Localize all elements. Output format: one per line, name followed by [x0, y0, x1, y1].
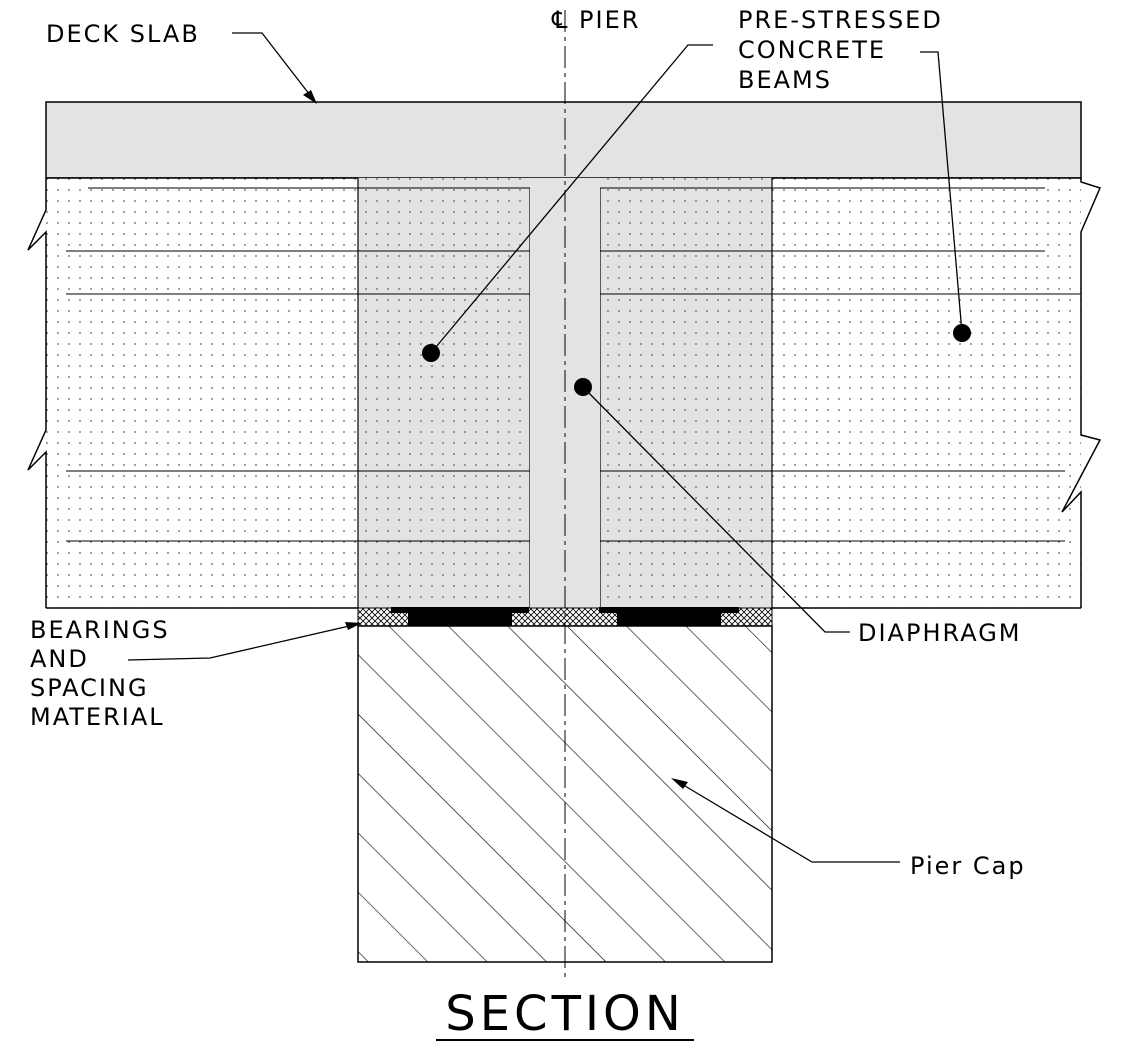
- bearings-label-line2: AND: [30, 645, 89, 673]
- pier-cap-label: Pier Cap: [910, 852, 1026, 880]
- bearings-label-line4: MATERIAL: [30, 703, 165, 731]
- right-beam: [772, 177, 1102, 609]
- deck-slab-label: DECK SLAB: [46, 20, 200, 48]
- inner-beam-ends: [357, 178, 773, 608]
- beam-flange-lines: [66, 187, 1081, 542]
- section-title: SECTION: [445, 986, 684, 1042]
- bearings: [391, 607, 739, 626]
- beams-label-line1: PRE-STRESSED: [738, 6, 943, 34]
- bearings-label-line3: SPACING: [30, 674, 149, 702]
- deck-slab: [45, 101, 1082, 179]
- left-beam: [27, 177, 358, 609]
- leader-lines: [127, 32, 963, 863]
- beams-label-line2: CONCRETE: [738, 36, 886, 64]
- centerline-label: ℄ PIER: [551, 6, 640, 34]
- diaphragm-label: DIAPHRAGM: [858, 619, 1022, 647]
- leader-arrowheads: [303, 90, 688, 789]
- beams-label-line3: BEAMS: [738, 66, 832, 94]
- bearings-label-line1: BEARINGS: [30, 616, 170, 644]
